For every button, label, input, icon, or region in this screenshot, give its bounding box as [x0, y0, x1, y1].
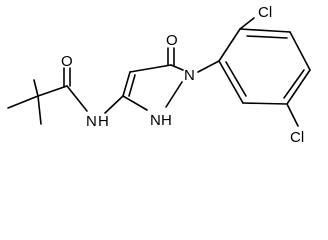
bond-ar-inner-a	[246, 35, 288, 39]
ring-oxygen-label: O	[166, 32, 178, 49]
bond-c5-n1	[170, 64, 184, 71]
carbonyl-oxygen-label-left: O	[61, 53, 73, 70]
ring-n1-label: N	[184, 67, 195, 84]
bond-c3-c4-b	[128, 74, 136, 97]
bond-tbu-methyl-left	[7, 95, 39, 109]
bond-ar-c5-c6	[242, 102, 288, 105]
bond-carbonyl-n	[66, 85, 88, 112]
amide-h-label: H	[98, 113, 109, 130]
bond-ar-cl-bottom	[286, 103, 299, 127]
bond-ar-inner-c	[225, 61, 247, 97]
ring-nh-n-label: N	[150, 112, 161, 129]
bond-tbu-carbonyl	[37, 85, 68, 97]
molecule-structure: O N H O N N H Cl Cl	[7, 4, 311, 146]
bond-tbu-methyl-top	[33, 79, 39, 97]
bond-ar-cl-top	[239, 17, 255, 30]
chlorine-bottom-label: Cl	[290, 129, 304, 146]
chlorine-top-label: Cl	[258, 4, 272, 21]
structure-canvas: O N H O N N H Cl Cl	[7, 4, 311, 146]
amide-n-label: N	[86, 113, 97, 130]
bond-n2-c3	[122, 95, 148, 111]
bond-ar-c1-c2	[218, 28, 241, 62]
amide-carbonyl	[63, 67, 124, 114]
bond-n1-n2	[165, 81, 183, 108]
bond-tbu-methyl-bottom	[37, 95, 42, 125]
bond-ar-c3-c4	[289, 31, 311, 71]
tert-butyl-group	[7, 79, 68, 125]
bond-ar-c6-c1	[218, 60, 244, 104]
bond-n-ring	[104, 95, 124, 114]
bond-ar-c2-c3	[239, 28, 291, 33]
bond-ar-c4-c5	[286, 69, 311, 105]
dichlorophenyl-ring	[218, 17, 311, 127]
bond-c4-c5	[129, 64, 172, 73]
ring-nh-h-label: H	[161, 112, 172, 129]
bond-c3-c4-a	[122, 71, 131, 97]
bond-ar-inner-b	[283, 69, 305, 99]
pyrazolone-ring	[122, 47, 184, 111]
bond-n1-aryl	[197, 60, 220, 73]
